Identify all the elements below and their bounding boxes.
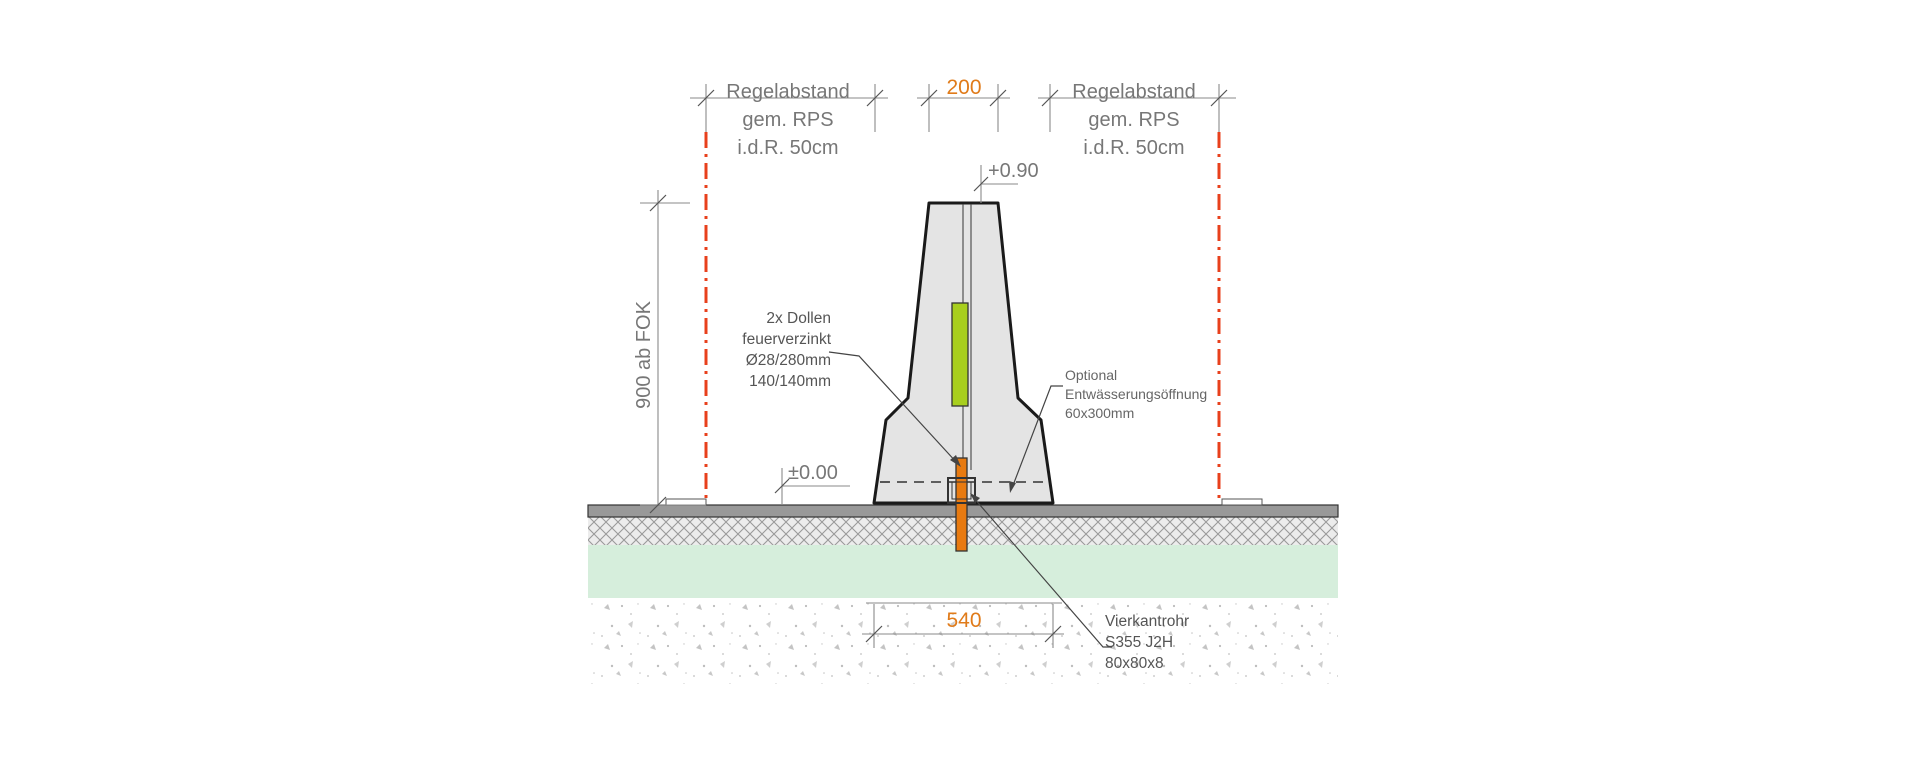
drainage-annotation: Optional Entwässerungsöffnung 60x300mm: [1009, 367, 1207, 493]
height-label: 900 ab FOK: [633, 300, 655, 409]
ground-level-label: ±0.00: [788, 462, 838, 484]
left-spacing-line-1: Regelabstand: [726, 81, 849, 103]
left-spacing-line-2: gem. RPS: [742, 109, 833, 131]
ground-layers: [587, 498, 1339, 684]
dowel-note-line-2: feuerverzinkt: [742, 331, 831, 348]
drainage-leader-arrow: [1009, 481, 1016, 493]
top-width-label: 200: [946, 76, 981, 99]
anchor-assembly: [947, 457, 976, 552]
left-spacing-line-3: i.d.R. 50cm: [737, 137, 838, 159]
drainage-leader-line: [1011, 385, 1063, 489]
tube-leader-line: [972, 496, 1112, 648]
top-level-label: +0.90: [988, 160, 1039, 182]
left-edge-plate: [665, 498, 707, 506]
drainage-note-line-3: 60x300mm: [1065, 405, 1134, 421]
right-spacing-line-3: i.d.R. 50cm: [1083, 137, 1184, 159]
dowel-note-line-3: Ø28/280mm: [746, 352, 831, 369]
base-width-label: 540: [946, 609, 981, 632]
height-dimension: [640, 190, 706, 514]
ground-level-marker: [774, 468, 850, 505]
right-spacing-line-1: Regelabstand: [1072, 81, 1195, 103]
right-spacing-line-2: gem. RPS: [1088, 109, 1179, 131]
subbase-layer: [588, 545, 1338, 598]
square-tube-inner: [951, 481, 972, 500]
top-level-marker: [973, 165, 1018, 203]
square-tube: [947, 477, 976, 504]
reflector-strip: [951, 302, 969, 407]
drainage-note-line-1: Optional: [1065, 367, 1117, 383]
base-dimension: [862, 602, 1064, 648]
top-dimension-chain: [690, 84, 1236, 132]
dowel-annotation: 2x Dollen feuerverzinkt Ø28/280mm 140/14…: [742, 310, 961, 467]
right-edge-plate: [1221, 498, 1263, 506]
tube-note-line-3: 80x80x8: [1105, 655, 1164, 672]
tube-note-line-1: Vierkantrohr: [1105, 613, 1189, 630]
tube-annotation: Vierkantrohr S355 J2H 80x80x8: [970, 493, 1189, 672]
dowel-bar: [955, 457, 968, 552]
concrete-barrier: [872, 201, 1055, 505]
tube-note-line-2: S355 J2H: [1105, 634, 1173, 651]
tube-leader-arrow: [970, 493, 980, 503]
gravel-layer: [588, 598, 1338, 684]
dowel-leader-arrow: [950, 455, 961, 467]
dowel-note-line-1: 2x Dollen: [766, 310, 831, 327]
dowel-leader-line: [828, 351, 959, 465]
dowel-note-line-4: 140/140mm: [749, 373, 831, 390]
drainage-note-line-2: Entwässerungsöffnung: [1065, 386, 1207, 402]
